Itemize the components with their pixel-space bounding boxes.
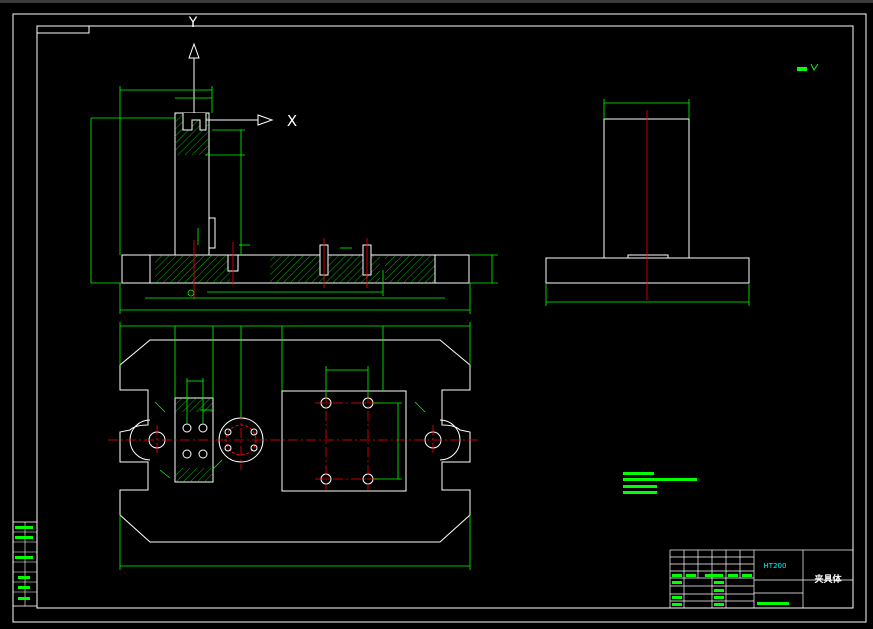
front-view xyxy=(90,86,498,314)
side-view xyxy=(545,99,750,306)
roughness-note-mark xyxy=(797,67,807,71)
technical-requirements-note xyxy=(623,472,697,494)
axis-x-label: X xyxy=(287,112,297,130)
inner-drawing-border xyxy=(36,25,854,609)
title-block-fills xyxy=(672,574,789,606)
axis-y-label: Y xyxy=(188,15,198,31)
title-block xyxy=(669,549,854,609)
roughness-symbol-icon xyxy=(810,63,819,71)
top-view xyxy=(108,322,480,570)
top-left-code-box xyxy=(36,25,90,34)
material-label: HT200 xyxy=(764,562,787,570)
sheet-frame xyxy=(12,13,867,623)
window-top-edge xyxy=(0,0,873,3)
part-name-label: 夹具体 xyxy=(814,573,842,585)
left-margin-table xyxy=(12,521,38,607)
outer-sheet-border xyxy=(12,13,867,623)
